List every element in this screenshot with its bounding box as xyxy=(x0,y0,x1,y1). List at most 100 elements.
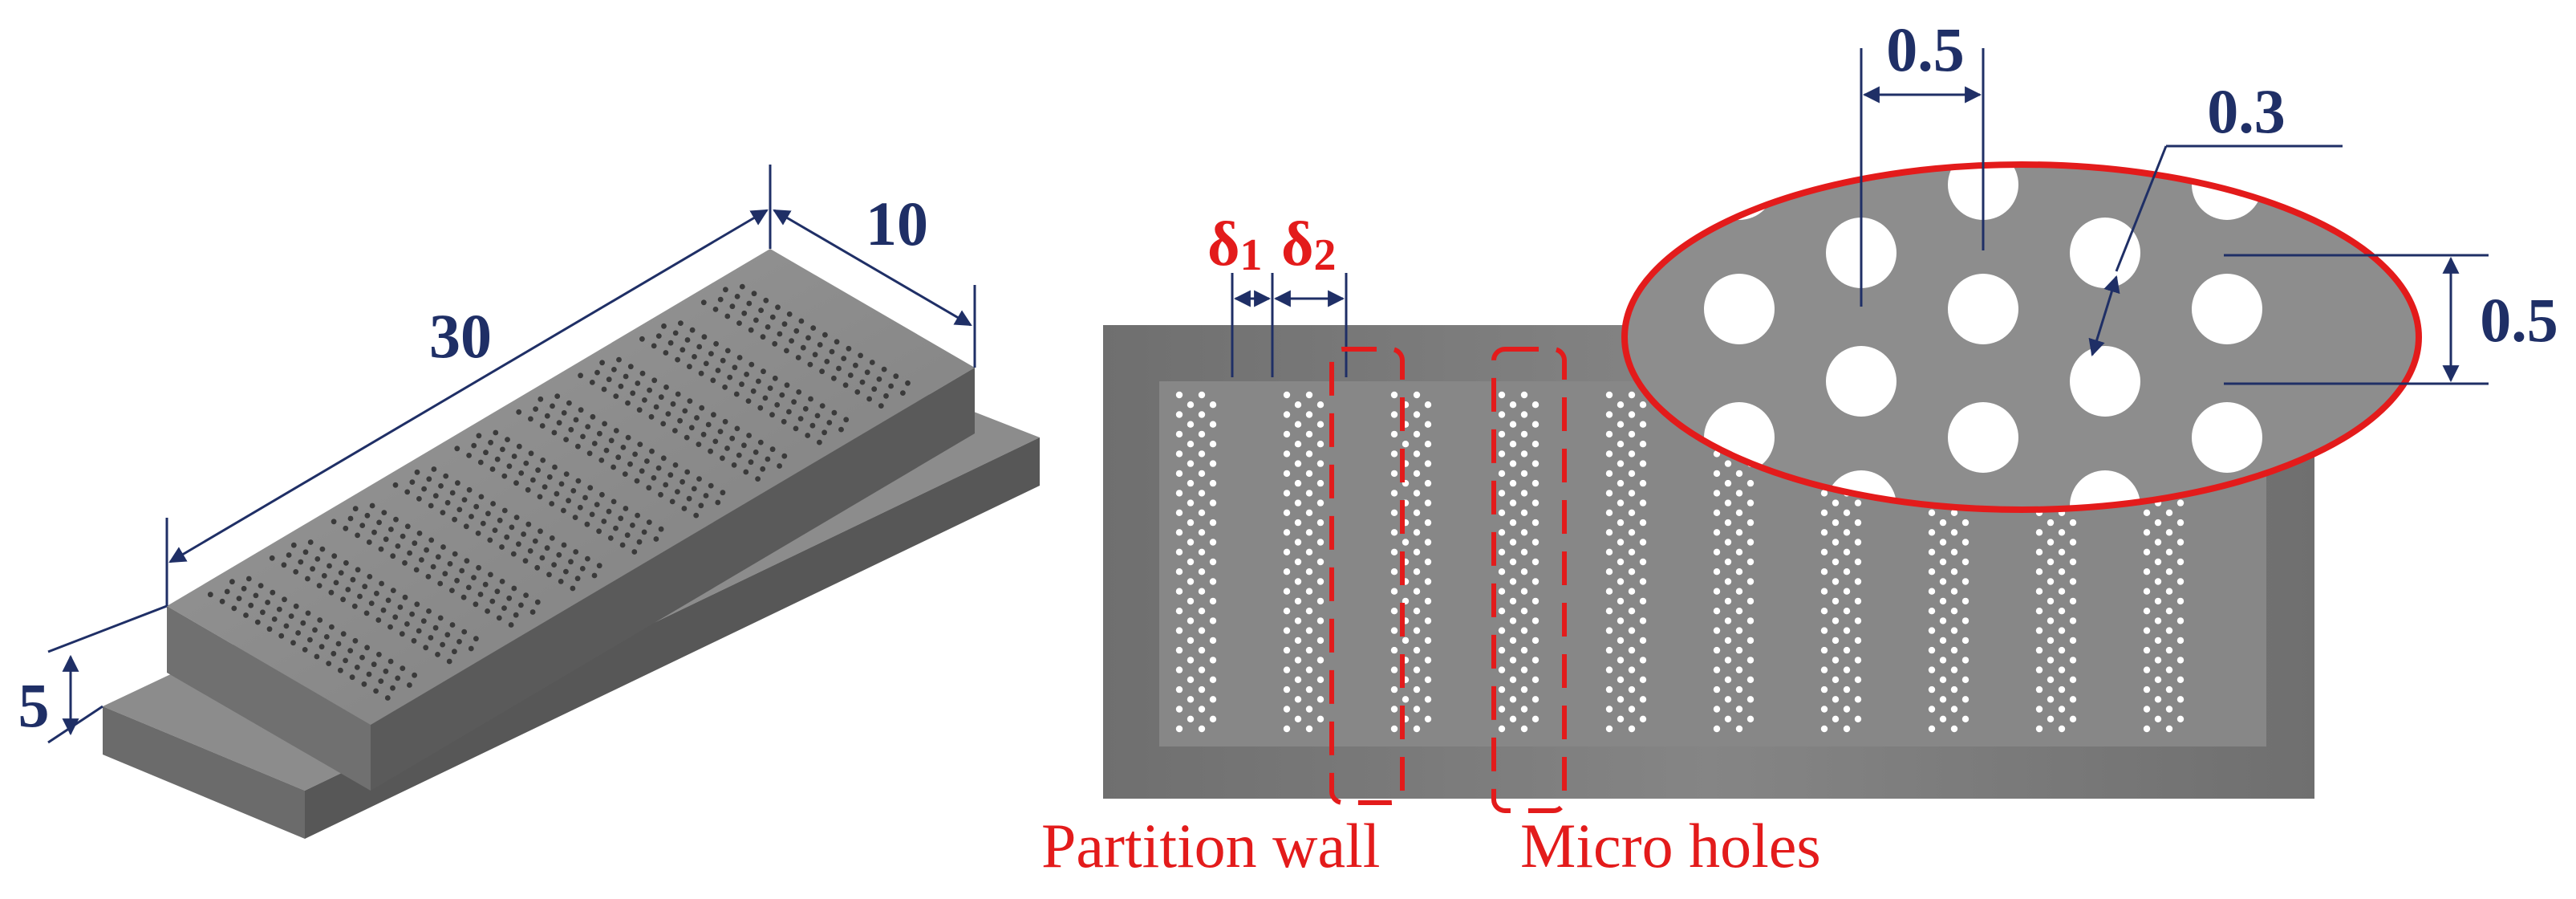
micro-hole xyxy=(1413,391,1421,399)
iso-micro-hole xyxy=(584,521,590,527)
micro-hole xyxy=(1198,470,1206,478)
micro-hole xyxy=(2035,725,2043,733)
iso-micro-hole xyxy=(859,379,866,385)
micro-hole xyxy=(1498,685,1506,694)
zoom-micro-hole xyxy=(1826,346,1897,417)
micro-hole xyxy=(1424,421,1432,428)
iso-micro-hole xyxy=(379,580,384,587)
iso-micro-hole xyxy=(763,297,769,303)
micro-hole xyxy=(1316,460,1325,467)
iso-micro-hole xyxy=(388,527,394,532)
micro-hole xyxy=(1617,460,1625,467)
iso-micro-hole xyxy=(428,502,434,509)
micro-hole xyxy=(2176,519,2185,527)
iso-micro-hole xyxy=(494,456,501,462)
micro-hole xyxy=(2047,715,2055,722)
isometric-view: 30 10 5 xyxy=(18,165,1040,839)
iso-micro-hole xyxy=(753,317,759,323)
iso-micro-hole xyxy=(302,647,308,653)
iso-micro-hole xyxy=(516,443,522,450)
micro-hole xyxy=(1316,558,1325,566)
iso-micro-hole xyxy=(424,547,429,553)
iso-micro-hole xyxy=(525,486,531,493)
iso-micro-hole xyxy=(696,441,702,447)
iso-micro-hole xyxy=(769,412,775,418)
iso-micro-hole xyxy=(475,531,481,536)
micro-hole xyxy=(2058,568,2066,576)
zoom-micro-hole xyxy=(2192,274,2262,344)
iso-micro-hole xyxy=(789,338,794,344)
micro-hole xyxy=(1520,470,1528,478)
zoom-micro-hole xyxy=(1948,274,2018,344)
iso-micro-hole xyxy=(727,374,733,380)
iso-micro-hole xyxy=(663,350,669,356)
micro-hole xyxy=(1735,509,1743,516)
iso-micro-hole xyxy=(340,631,347,637)
iso-micro-hole xyxy=(786,311,793,317)
iso-micro-hole xyxy=(672,428,678,433)
iso-micro-hole xyxy=(432,493,439,499)
iso-micro-hole xyxy=(298,559,304,565)
micro-hole xyxy=(2165,666,2173,673)
iso-micro-hole xyxy=(513,480,519,486)
iso-micro-hole xyxy=(539,423,546,429)
micro-hole xyxy=(1316,401,1325,409)
micro-hole xyxy=(1175,529,1183,536)
micro-hole xyxy=(1413,568,1421,576)
micro-hole xyxy=(1928,646,1936,654)
micro-hole xyxy=(1175,391,1183,399)
iso-micro-hole xyxy=(219,598,225,604)
iso-micro-hole xyxy=(636,539,643,545)
micro-hole xyxy=(1316,657,1325,664)
iso-micro-hole xyxy=(630,523,635,528)
micro-hole xyxy=(2154,597,2162,605)
micro-hole xyxy=(1498,490,1506,497)
iso-micro-hole xyxy=(430,563,436,570)
micro-hole xyxy=(1316,441,1325,448)
delta2-symbol: δ xyxy=(1281,209,1314,279)
micro-hole xyxy=(1520,490,1528,497)
micro-hole xyxy=(2058,548,2066,555)
iso-micro-hole xyxy=(574,576,581,582)
micro-hole xyxy=(1209,499,1217,506)
micro-hole xyxy=(1198,608,1206,615)
iso-micro-hole xyxy=(675,489,680,494)
iso-micro-hole xyxy=(692,354,697,360)
micro-hole xyxy=(1175,548,1183,555)
iso-micro-hole xyxy=(748,361,755,368)
iso-micro-hole xyxy=(646,519,652,525)
micro-hole xyxy=(1509,460,1517,467)
iso-micro-hole xyxy=(672,330,679,336)
micro-hole xyxy=(1961,558,1970,566)
iso-micro-hole xyxy=(366,539,372,545)
micro-hole xyxy=(1735,588,1743,595)
micro-hole xyxy=(1820,548,1828,555)
iso-micro-hole xyxy=(269,555,275,561)
iso-micro-hole xyxy=(708,482,714,489)
iso-micro-hole xyxy=(711,412,716,418)
micro-hole xyxy=(1294,617,1302,624)
iso-micro-hole xyxy=(331,519,337,525)
micro-hole xyxy=(1175,627,1183,634)
iso-micro-hole xyxy=(554,490,560,497)
iso-micro-hole xyxy=(741,442,747,449)
iso-micro-hole xyxy=(499,579,505,584)
micro-hole xyxy=(2035,666,2043,673)
iso-micro-hole xyxy=(468,645,474,652)
micro-hole xyxy=(1305,509,1313,516)
dim-30-label: 30 xyxy=(429,301,492,371)
micro-hole xyxy=(1939,715,1947,722)
iso-micro-hole xyxy=(419,557,424,563)
micro-hole xyxy=(1939,676,1947,683)
iso-micro-hole xyxy=(364,512,371,519)
iso-micro-hole xyxy=(501,507,508,514)
micro-hole xyxy=(1939,539,1947,546)
iso-micro-hole xyxy=(807,361,813,368)
micro-hole xyxy=(1639,657,1647,664)
iso-micro-hole xyxy=(392,614,399,620)
iso-micro-hole xyxy=(533,406,538,412)
micro-hole xyxy=(1390,411,1398,418)
micro-hole xyxy=(1402,441,1410,448)
iso-micro-hole xyxy=(616,356,622,363)
micro-hole xyxy=(1175,509,1183,516)
